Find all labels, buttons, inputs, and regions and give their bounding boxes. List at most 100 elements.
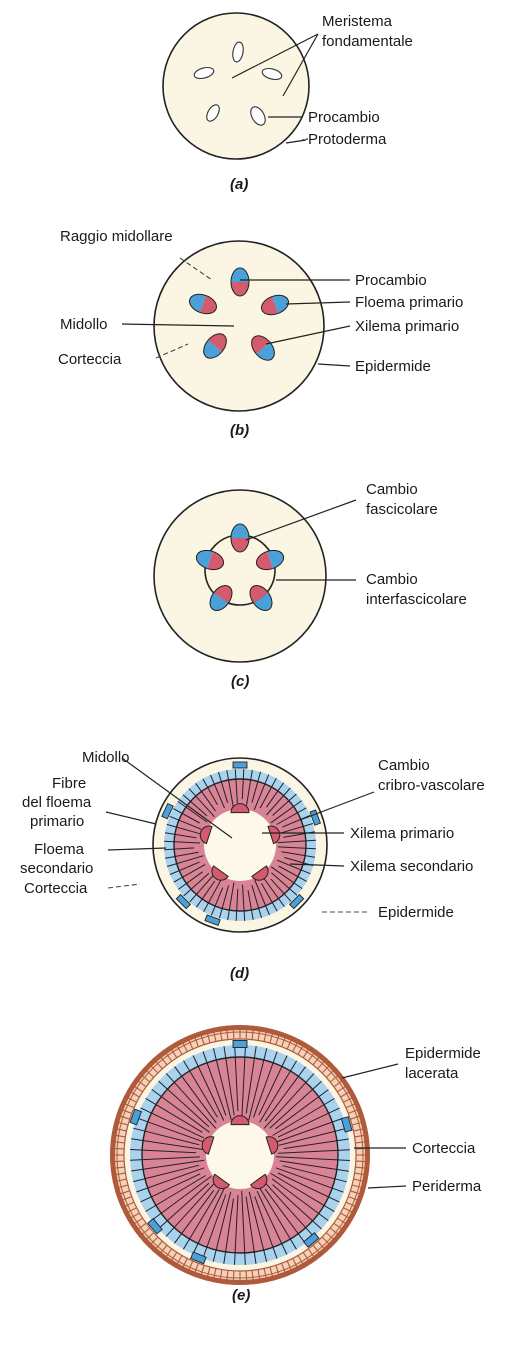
label-xilema-primario: Xilema primario — [355, 318, 459, 335]
vascular-ray — [283, 1138, 349, 1150]
vascular-ray — [276, 807, 307, 825]
stem-outline-b — [153, 240, 325, 412]
procambium-strand — [261, 67, 283, 81]
vascular-ray — [254, 879, 270, 916]
vascular-ray — [234, 1045, 239, 1112]
phloem-fiber-cap — [288, 893, 305, 910]
label-cambio-2: Cambio — [366, 571, 418, 588]
primary-xylem-strand — [265, 1136, 279, 1155]
vascular-ray — [271, 872, 298, 896]
label-fondamentale: fondamentale — [322, 33, 413, 50]
vascular-ray — [264, 1188, 306, 1244]
vascular-ray — [277, 1149, 350, 1154]
vascular-ray — [145, 1097, 203, 1133]
phloem-fiber-cap — [303, 1232, 320, 1248]
vascular-ray — [241, 769, 245, 800]
label-procambio: Procambio — [355, 272, 427, 289]
vascular-ray — [169, 815, 202, 830]
vascular-ray — [282, 1165, 347, 1183]
label-fibre: Fibre — [52, 775, 86, 792]
vascular-ray — [258, 1055, 288, 1116]
label-procambio: Procambio — [308, 109, 380, 126]
vascular-ray — [248, 1048, 268, 1121]
vascular-ray — [235, 888, 239, 921]
vascular-ray — [270, 866, 303, 890]
vascular-cambium — [173, 778, 307, 912]
vascular-ray — [183, 872, 210, 897]
leader-line — [121, 323, 235, 327]
primary-xylem-e — [201, 1115, 279, 1190]
phloem-fibers-e — [129, 1040, 353, 1265]
vascular-ray — [275, 1156, 350, 1161]
phloem-fiber-cap — [129, 1108, 142, 1126]
vascular-ray — [165, 1073, 217, 1129]
vascular-ray — [279, 1160, 349, 1172]
vascular-ray — [210, 887, 224, 916]
vascular-ray — [212, 1191, 232, 1262]
vascular-ray — [265, 782, 285, 808]
label-floema-primario: Floema primario — [355, 294, 463, 311]
vascular-ray — [253, 774, 270, 810]
vascular-ray — [270, 1173, 335, 1213]
vascular-ray — [166, 855, 204, 867]
vascular-ray — [131, 1159, 205, 1172]
phloem-fiber-cap — [161, 802, 174, 820]
bark-texture-e — [110, 1025, 370, 1285]
vascular-ray — [165, 1182, 215, 1237]
vascular-ray — [223, 1046, 235, 1116]
vascular-ray — [166, 823, 204, 836]
vascular-ray — [251, 885, 262, 919]
vascular-ray — [273, 1117, 344, 1144]
vascular-ray — [254, 1196, 278, 1259]
phloem-fiber-cap — [340, 1116, 353, 1133]
leader-line — [285, 139, 307, 144]
label-cribro-vascolare: cribro-vascolare — [378, 777, 485, 794]
vascular-ray — [212, 1048, 232, 1121]
caption-a: (a) — [230, 176, 248, 193]
leader-line — [179, 257, 213, 281]
vascular-ray — [262, 877, 285, 907]
label-cambio-1: Cambio — [366, 481, 418, 498]
caption-b: (b) — [230, 422, 249, 439]
vascular-ray — [277, 846, 316, 850]
vascular-ray — [261, 883, 278, 912]
vascular-ray — [183, 1060, 218, 1118]
vascular-ray — [151, 1175, 212, 1221]
vascular-ray — [234, 769, 238, 804]
vascular-bundle — [209, 584, 233, 612]
pith-d — [204, 809, 276, 881]
vascular-ray — [164, 847, 195, 851]
caption-e: (e) — [232, 1287, 250, 1304]
vascular-bundles-b — [188, 267, 290, 361]
panel-d: Midollo Fibre del floema primario Floema… — [20, 749, 485, 982]
caption-c: (c) — [231, 673, 249, 690]
phloem-fiber-cap — [232, 1040, 248, 1048]
vascular-ray — [264, 1066, 307, 1122]
vascular-ray — [178, 871, 203, 890]
panel-b: Raggio midollare Midollo Corteccia Proca… — [58, 228, 463, 439]
vascular-ray — [266, 787, 291, 816]
vascular-ray — [164, 832, 197, 839]
vascular-bundle — [195, 549, 225, 571]
label-cambio: Cambio — [378, 757, 430, 774]
vascular-ray — [173, 1190, 215, 1244]
stem-outline-a — [162, 12, 310, 160]
panel-a: Meristema fondamentale Procambio Protode… — [162, 12, 413, 193]
vascular-ray — [227, 882, 235, 921]
vascular-ray — [246, 769, 253, 806]
vascular-ray — [151, 1088, 210, 1133]
vascular-ray — [278, 1127, 347, 1146]
vascular-ray — [158, 1080, 210, 1128]
vascular-ray — [270, 800, 302, 824]
label-raggio-midollare: Raggio midollare — [60, 228, 173, 245]
vascular-bundle — [251, 335, 275, 361]
vascular-ray — [218, 771, 229, 803]
vascular-ray — [218, 885, 230, 919]
vascular-ray — [158, 1182, 210, 1230]
leader-line — [285, 301, 351, 305]
vascular-ray — [245, 1196, 257, 1264]
vascular-ray — [269, 1080, 322, 1129]
primary-xylem-strand — [199, 825, 213, 845]
label-secondario: secondario — [20, 860, 93, 877]
